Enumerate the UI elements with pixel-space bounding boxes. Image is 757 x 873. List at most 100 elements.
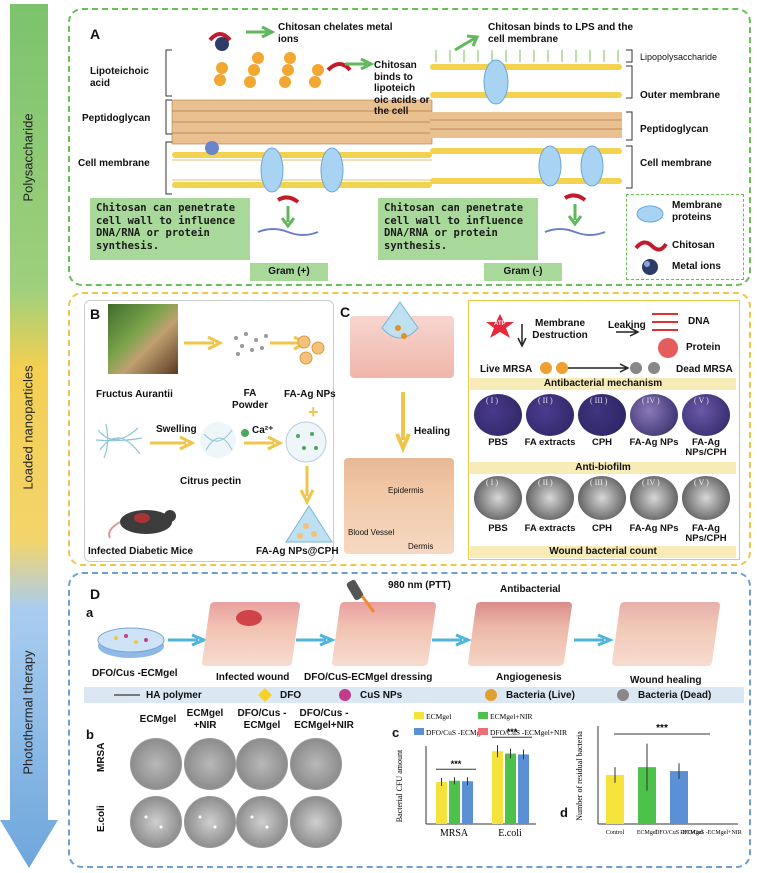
skin-healed bbox=[611, 602, 721, 666]
x-tick-label: DFO/CuS -ECMgel bbox=[655, 830, 703, 836]
antibacterial-label: Antibacterial bbox=[500, 584, 561, 595]
dna-helix-icon bbox=[652, 313, 678, 331]
petri-dish bbox=[290, 738, 342, 790]
legend-ha: HA polymer bbox=[146, 690, 202, 701]
atp-star-icon bbox=[486, 314, 514, 338]
count-plate bbox=[526, 476, 574, 520]
biofilm-group-label: FA extracts bbox=[524, 437, 576, 448]
label-epidermis: Epidermis bbox=[388, 486, 424, 495]
wound-spot bbox=[236, 610, 262, 626]
x-tick-label: MRSA bbox=[440, 828, 469, 839]
side-arrow bbox=[0, 4, 58, 868]
panel-a bbox=[68, 8, 751, 286]
panel-b-box bbox=[84, 300, 334, 562]
x-tick-label: E.coli bbox=[498, 828, 522, 839]
fa-ag-nps-icon bbox=[297, 335, 325, 365]
arrow-lps bbox=[454, 34, 480, 52]
bar bbox=[462, 781, 473, 824]
biofilm-roman: ( IV ) bbox=[642, 396, 660, 405]
brackets-right bbox=[626, 49, 633, 189]
gel-drop-icon bbox=[381, 301, 419, 339]
petri-dish bbox=[236, 738, 288, 790]
count-group-label: CPH bbox=[591, 523, 613, 534]
dish-col-1: ECMgel +NIR bbox=[186, 708, 224, 731]
arrow-b3 bbox=[150, 435, 196, 451]
bar bbox=[449, 780, 460, 824]
label-lipoteichoic: Lipoteichoic acid bbox=[90, 66, 149, 89]
bar bbox=[670, 771, 688, 824]
label-dead-mrsa: Dead MRSA bbox=[676, 364, 733, 375]
count-roman: ( V ) bbox=[694, 478, 709, 487]
label-fa-powder: FA Powder bbox=[232, 388, 269, 411]
biofilm-group-label: FA-Ag NPs bbox=[629, 437, 679, 448]
biofilm-well bbox=[630, 394, 678, 436]
dish-col-0: ECMgel bbox=[139, 714, 177, 725]
biofilm-well bbox=[578, 394, 626, 436]
bar bbox=[492, 751, 503, 824]
significance-mark: *** bbox=[451, 759, 462, 769]
gram-positive-label: Gram (+) bbox=[250, 263, 328, 281]
label-leaking: Leaking bbox=[608, 320, 646, 331]
penetrate-box-right: Chitosan can penetrate cell wall to infl… bbox=[378, 198, 538, 260]
plus-sign: + bbox=[308, 402, 319, 422]
petri-dish bbox=[130, 738, 182, 790]
protein-icon bbox=[658, 338, 678, 358]
biofilm-group-label: FA-Ag NPs/CPH bbox=[685, 437, 727, 459]
count-group-label: FA-Ag NPs bbox=[629, 523, 679, 534]
panel-d-letter: D bbox=[90, 586, 101, 602]
label-peptidoglycan-left: Peptidoglycan bbox=[82, 113, 151, 124]
count-roman: ( IV ) bbox=[642, 478, 660, 487]
ha-polymer-icon bbox=[114, 694, 140, 696]
lipoteichoic-chains bbox=[208, 32, 352, 88]
count-roman: ( III ) bbox=[590, 478, 608, 487]
label-fa-ag: FA-Ag NPs bbox=[284, 389, 336, 400]
step-4: Angiogenesis bbox=[496, 672, 562, 683]
dfo-icon bbox=[258, 688, 272, 702]
annotation-lps: Chitosan binds to LPS and the cell membr… bbox=[488, 22, 633, 45]
sub-c-letter: c bbox=[392, 725, 400, 740]
label-blood-vessel: Blood Vessel bbox=[348, 528, 395, 537]
count-group-label: FA extracts bbox=[524, 523, 576, 534]
label-membrane-destruction: Membrane Destruction bbox=[532, 318, 588, 341]
section-label-photothermal: Photothermal therapy bbox=[20, 650, 36, 775]
skin-cross-section bbox=[344, 458, 454, 554]
flow-arrow-4 bbox=[574, 633, 614, 647]
label-fructus: Fructus Aurantii bbox=[96, 389, 173, 400]
step-2: Infected wound bbox=[216, 672, 290, 683]
petri-dish bbox=[184, 738, 236, 790]
mouse-icon bbox=[108, 510, 176, 539]
legend-label: ECMgel bbox=[426, 712, 451, 721]
panel-d-legend bbox=[84, 687, 744, 703]
mechanism-box bbox=[468, 300, 740, 560]
ecmgel-dish-icon bbox=[97, 627, 165, 658]
count-roman: ( I ) bbox=[486, 478, 498, 487]
dna-icon-left bbox=[257, 195, 319, 236]
flow-arrow-2 bbox=[296, 633, 336, 647]
legend-chitosan: Chitosan bbox=[672, 240, 715, 251]
arrow-b5 bbox=[299, 466, 315, 506]
legend-swatch bbox=[478, 712, 488, 719]
brackets-left bbox=[165, 49, 172, 195]
panel-c-letter: C bbox=[340, 304, 351, 320]
biofilm-group-label: PBS bbox=[488, 437, 508, 448]
label-dna: DNA bbox=[688, 316, 710, 327]
biofilm-well bbox=[474, 394, 522, 436]
dish-row-1: E.coli bbox=[96, 805, 107, 832]
chitosan-icon bbox=[634, 240, 668, 252]
strip-mechanism: Antibacterial mechanism bbox=[470, 378, 736, 390]
label-citrus: Citrus pectin bbox=[180, 476, 242, 487]
count-group-label: PBS bbox=[488, 523, 508, 534]
panel-d bbox=[68, 572, 751, 868]
petri-dish bbox=[290, 796, 342, 848]
legend-swatch bbox=[414, 728, 424, 735]
panel-a-legend bbox=[626, 194, 744, 280]
mechanism-arrows bbox=[517, 324, 660, 374]
annotation-chelates: Chitosan chelates metal ions bbox=[278, 22, 393, 45]
step-3: DFO/CuS-ECMgel dressing bbox=[304, 672, 433, 683]
fa-powder-icon bbox=[234, 332, 268, 356]
dna-icon-right bbox=[544, 193, 606, 236]
pectin-icon bbox=[95, 423, 143, 459]
petri-dish bbox=[184, 796, 236, 848]
gram-negative-label: Gram (-) bbox=[484, 263, 562, 281]
middle-text: Chitosan binds to lipoteich oic acids or… bbox=[374, 60, 430, 117]
